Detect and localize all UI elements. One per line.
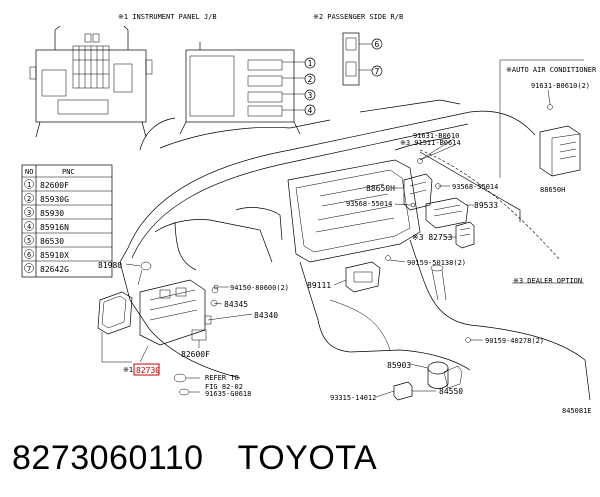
svg-text:85930: 85930 <box>40 209 64 218</box>
pnc-row: 1 82600F <box>24 179 69 190</box>
dashboard-outline <box>119 99 591 401</box>
passenger-relay-block <box>342 32 372 86</box>
label-82600f: 82600F <box>181 350 210 359</box>
label-91511-b0614: ※3 91511-B0614 <box>400 139 461 147</box>
label-89111: 89111 <box>307 281 331 290</box>
svg-text:6: 6 <box>27 251 31 259</box>
label-89533: 89533 <box>474 201 498 210</box>
svg-text:3: 3 <box>27 209 31 217</box>
module-82753 <box>455 221 475 249</box>
pnc-row: 6 85910X <box>24 249 69 260</box>
highlight-82730-box <box>133 363 160 376</box>
svg-text:82642G: 82642G <box>40 265 69 274</box>
module-85903 <box>427 361 463 389</box>
header-instrument-panel: ※1 INSTRUMENT PANEL J/B <box>118 13 217 21</box>
module-88650h <box>403 173 433 211</box>
label-81980: 81980 <box>98 261 122 270</box>
svg-text:82600F: 82600F <box>40 181 69 190</box>
label-91631-b0610-2: 91631-B0610(2) <box>531 82 590 90</box>
svg-text:3: 3 <box>308 91 313 100</box>
svg-text:86530: 86530 <box>40 237 64 246</box>
pnc-col-no: NO <box>25 168 33 176</box>
lower-parts <box>173 373 200 396</box>
header-dealer-option: ※3 DEALER OPTION <box>513 277 582 285</box>
label-85903: 85903 <box>387 361 411 370</box>
pnc-row: 2 85930G <box>24 193 69 204</box>
label-93568-55014-b: 93568-55014 <box>346 200 392 208</box>
callout-4: 4 <box>304 104 316 116</box>
svg-text:1: 1 <box>27 181 31 189</box>
svg-text:4: 4 <box>308 106 313 115</box>
relay-box-assembly <box>97 261 219 346</box>
junction-block-left <box>29 25 153 138</box>
callout-1: 1 <box>304 57 316 69</box>
svg-text:6: 6 <box>375 40 380 49</box>
label-82753: ※3 82753 <box>412 233 453 242</box>
callout-7: 7 <box>371 65 383 77</box>
label-91635-g0618: 91635-G0618 <box>205 390 251 398</box>
svg-text:85916N: 85916N <box>40 223 69 232</box>
label-82730-prefix: ※1 <box>123 366 133 374</box>
brand-name: TOYOTA <box>237 439 378 477</box>
svg-text:1: 1 <box>308 59 313 68</box>
label-fig-number: 845081E <box>562 407 592 415</box>
pnc-col-pnc: PNC <box>62 168 75 176</box>
svg-text:85930G: 85930G <box>40 195 69 204</box>
leader-lines <box>101 137 584 398</box>
label-93315-14012: 93315-14012 <box>330 394 376 402</box>
label-84550: 84550 <box>439 387 463 396</box>
callout-3: 3 <box>304 89 316 101</box>
label-88650h: 88650H <box>366 184 395 193</box>
label-90159-40278: 90159-40278(2) <box>485 337 544 345</box>
label-93568-55014-a: 93568-55014 <box>452 183 498 191</box>
pnc-row: 5 86530 <box>24 235 64 246</box>
label-84340: 84340 <box>254 311 278 320</box>
label-82730: 82730 <box>136 366 160 375</box>
svg-text:85910X: 85910X <box>40 251 69 260</box>
module-89533 <box>425 197 469 229</box>
junction-block-right <box>179 42 305 135</box>
connector-84550 <box>393 381 413 401</box>
svg-text:5: 5 <box>27 237 31 245</box>
svg-text:2: 2 <box>308 75 313 84</box>
label-94150: 94150-80600(2) <box>230 284 289 292</box>
label-refer-line2: FIG 82-02 <box>205 383 243 391</box>
svg-text:7: 7 <box>375 67 380 76</box>
part-caption: 8273060110 TOYOTA <box>12 434 377 482</box>
callout-2: 2 <box>304 73 316 85</box>
module-89111 <box>345 261 381 293</box>
label-88650h-right: 88650H <box>540 186 565 194</box>
label-91631-b0610: 91631-B0610 <box>413 132 459 140</box>
part-number: 8273060110 <box>12 439 204 477</box>
svg-text:4: 4 <box>27 223 31 231</box>
pnc-table: NO PNC 1 82600F 2 85930G 3 85930 4 85916N 5 8… <box>21 164 113 278</box>
pnc-row: 7 82642G <box>24 263 69 274</box>
svg-text:2: 2 <box>27 195 31 203</box>
pnc-row: 4 85916N <box>24 221 69 232</box>
label-refer-line1: REFER TO <box>205 374 239 382</box>
callout-6: 6 <box>371 38 383 50</box>
label-90159-50138: 90159-50138(2) <box>407 259 466 267</box>
header-passenger-side: ※2 PASSENGER SIDE R/B <box>313 13 403 21</box>
pnc-row: 3 85930 <box>24 207 64 218</box>
parts-diagram: ※1 INSTRUMENT PANEL J/B ※2 PASSENGER SID… <box>21 13 597 415</box>
computer-module-right <box>539 125 581 177</box>
header-auto-air: ※AUTO AIR CONDITIONER <box>506 66 597 74</box>
label-84345: 84345 <box>224 300 248 309</box>
svg-text:7: 7 <box>27 265 31 273</box>
